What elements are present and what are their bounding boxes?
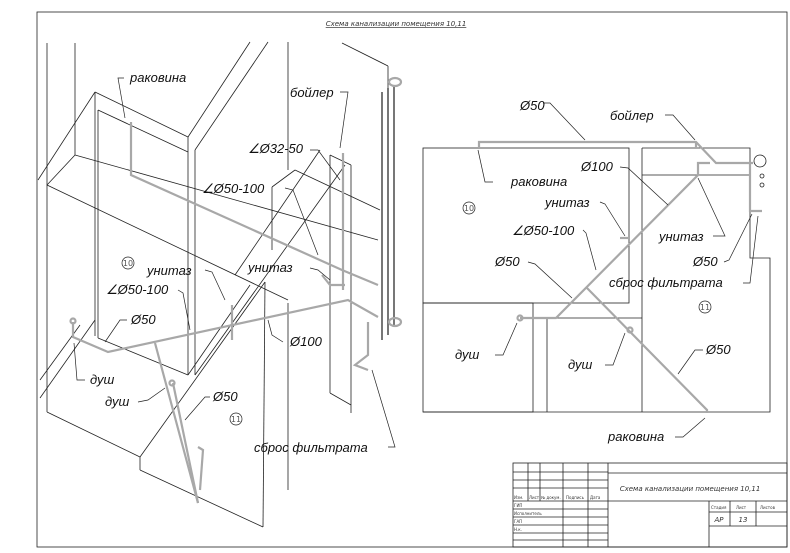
tb-sheet-number: 13 xyxy=(739,516,748,524)
iso-label-d50-bottom: Ø50 xyxy=(212,389,238,404)
shower-pipe xyxy=(171,382,200,504)
sheet-frame xyxy=(36,11,788,548)
plan-leaders xyxy=(477,102,759,438)
plan-pipe-d50-bottom xyxy=(586,287,709,413)
isometric-pipes xyxy=(69,76,403,504)
iso-label-shower-1: душ xyxy=(90,372,115,387)
tb-role-4: Н.к. xyxy=(514,527,522,532)
plan-pipes xyxy=(477,140,767,413)
plan-pipe-d100 xyxy=(520,161,710,320)
riser-top-cap xyxy=(387,76,403,88)
plan-label-shower-1: душ xyxy=(455,347,480,362)
filtrate-pipe xyxy=(352,322,370,372)
room-10-marker xyxy=(121,256,135,270)
shower-riser xyxy=(197,446,205,491)
plan-label-toilet-room10: унитаз xyxy=(544,195,590,210)
plan-view: Ø50 бойлер Ø100 раковина унитаз ∠Ø50-100… xyxy=(422,98,771,444)
plan-label-boiler: бойлер xyxy=(610,108,654,123)
tb-sheets-label: Листов xyxy=(760,505,776,510)
iso-label-angle-50-100-top: ∠Ø50-100 xyxy=(202,181,265,196)
iso-label-filtrate: сброс фильтрата xyxy=(254,440,368,455)
tb-role-1: ГИП xyxy=(514,503,522,508)
plan-walls xyxy=(422,147,771,413)
isometric-walls xyxy=(37,41,389,528)
tb-header-doc: № докум. xyxy=(541,495,561,500)
shower-drain-1 xyxy=(69,317,77,325)
plan-pipe-filtrate xyxy=(748,163,762,213)
plan-room-11-marker xyxy=(698,300,712,314)
toilet-pipe-right xyxy=(321,274,345,287)
plan-room-10: 10 xyxy=(464,204,474,213)
plan-label-filtrate: сброс фильтрата xyxy=(609,275,723,290)
iso-label-boiler: бойлер xyxy=(290,85,334,100)
tb-header-signature: Подпись xyxy=(566,495,585,500)
plan-riser-small-2 xyxy=(759,182,765,188)
tb-stage: АР xyxy=(713,516,724,524)
plan-riser-small-1 xyxy=(759,173,765,179)
plan-label-d50-top: Ø50 xyxy=(519,98,545,113)
drawing-title: Схема канализации помещения 10,11 xyxy=(326,20,467,28)
plan-label-sink-bottom: раковина xyxy=(607,429,664,444)
room-11-outline xyxy=(423,147,771,413)
room-11-marker xyxy=(229,412,243,426)
iso-label-shower-2: душ xyxy=(105,394,130,409)
plan-shower-drain-1 xyxy=(516,314,524,322)
plan-riser-large xyxy=(753,154,767,168)
isometric-view: раковина бойлер ∠Ø32-50 ∠Ø50-100 унитаз … xyxy=(37,41,403,528)
iso-label-d100: Ø100 xyxy=(289,334,323,349)
main-drain-pipe-d100 xyxy=(71,298,379,354)
iso-label-d50-left: Ø50 xyxy=(130,312,156,327)
plan-pipe-d50-top xyxy=(477,140,753,165)
tb-header-change: Изм. xyxy=(514,495,523,500)
tb-role-2: Исполнитель xyxy=(514,511,542,516)
iso-room-11: 11 xyxy=(231,415,241,424)
plan-room-11: 11 xyxy=(700,303,710,312)
plan-room-10-marker xyxy=(462,201,476,215)
plan-label-toilet-room11: унитаз xyxy=(658,229,704,244)
plan-label-d50-mid: Ø50 xyxy=(494,254,520,269)
iso-label-toilet-left: унитаз xyxy=(146,263,192,278)
plan-label-d50-bottom: Ø50 xyxy=(705,342,731,357)
tb-header-sheet: Лист xyxy=(529,495,540,500)
tb-role-3: ГАП xyxy=(514,519,522,524)
iso-label-angle-32-50: ∠Ø32-50 xyxy=(248,141,304,156)
riser-bottom-cap xyxy=(387,316,403,328)
plan-label-angle-50-100: ∠Ø50-100 xyxy=(512,223,575,238)
tb-title: Схема канализации помещения 10,11 xyxy=(620,485,761,493)
plan-label-sink-top: раковина xyxy=(510,174,567,189)
sink-drain-pipe xyxy=(129,122,379,287)
iso-label-toilet-right: унитаз xyxy=(247,260,293,275)
tb-header-date: Дата xyxy=(590,495,601,500)
iso-room-10: 10 xyxy=(123,259,133,268)
plan-label-d100: Ø100 xyxy=(580,159,614,174)
shower-branch-pipe xyxy=(153,342,200,504)
iso-label-angle-50-100-left: ∠Ø50-100 xyxy=(106,282,169,297)
shower-drain-2 xyxy=(168,379,176,387)
plan-label-d50-right: Ø50 xyxy=(692,254,718,269)
tb-sheet-label: Лист xyxy=(736,505,747,510)
isometric-leaders xyxy=(73,77,396,448)
iso-label-sink: раковина xyxy=(129,70,186,85)
tb-stage-label: Стадия xyxy=(711,505,727,510)
title-block: Изм. Лист № докум. Подпись Дата ГИП Испо… xyxy=(512,462,788,548)
plan-label-shower-2: душ xyxy=(568,357,593,372)
plan-shower-drain-2 xyxy=(626,326,634,334)
